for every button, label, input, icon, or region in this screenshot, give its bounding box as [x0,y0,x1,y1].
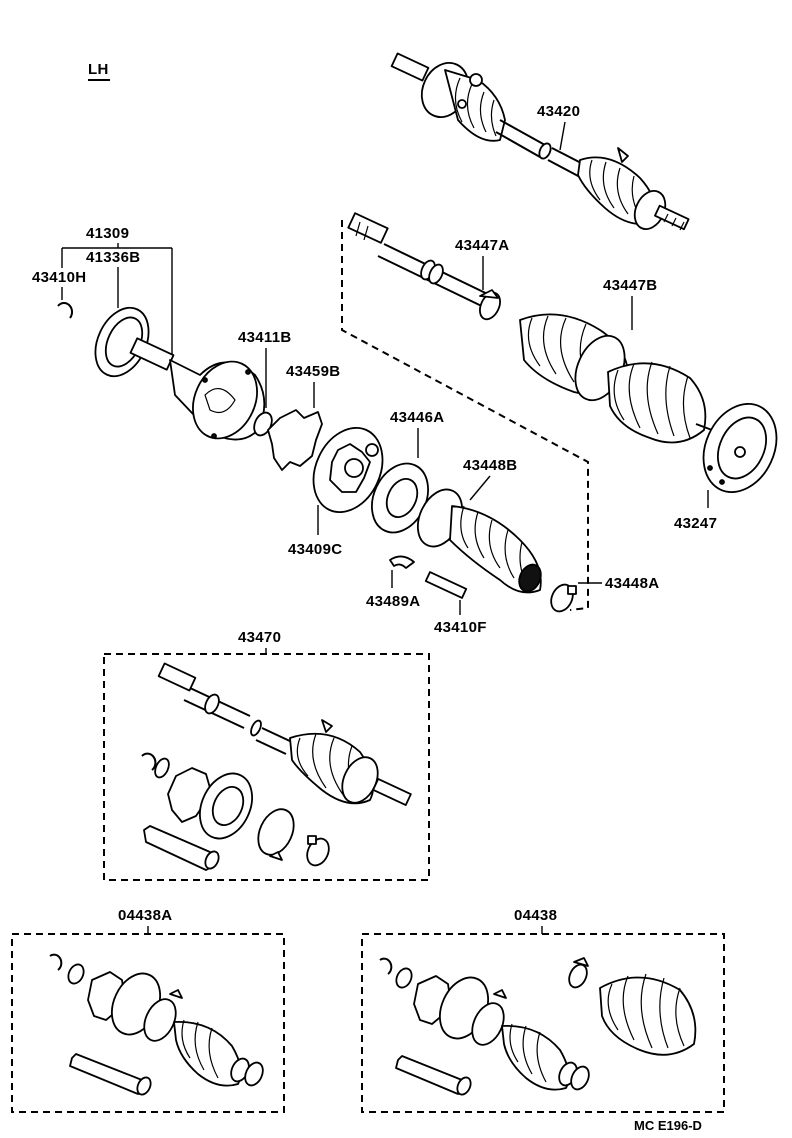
label-41309: 41309 [86,225,129,242]
label-43447A: 43447A [455,237,509,254]
label-43409C: 43409C [288,541,342,558]
label-43446A: 43446A [390,409,444,426]
label-43410F: 43410F [434,619,487,636]
label-04438: 04438 [514,907,557,924]
joint-spider-43446A [371,462,429,534]
band-43447A [479,289,501,321]
axle-shaft [347,212,501,313]
kit-43470-parts [141,662,412,871]
label-43459B: 43459B [286,363,340,380]
subassembly-outline [341,220,589,611]
label-43448A: 43448A [605,575,659,592]
kit-04438-parts [379,957,697,1096]
footer-code: MC E196-D [634,1118,702,1133]
kit-box-04438 [361,933,725,1113]
label-43410H: 43410H [32,269,86,286]
label-41336B: 41336B [86,249,140,266]
inner-joint-housing [129,337,266,441]
outer-cv-joint-43247 [702,403,778,493]
inner-boot [449,505,542,594]
side-marker-label: LH [88,61,109,78]
label-04438A: 04438A [118,907,172,924]
drive-shaft-assembly-43420 [390,52,690,231]
label-43447B: 43447B [603,277,657,294]
kit-box-43470 [103,653,430,881]
outer-boot [607,361,713,444]
clip-43489A [389,555,415,569]
kit-04438A-parts [49,953,264,1096]
snap-ring-43410H [57,301,74,319]
wave-ring-43459B [267,409,323,471]
label-43448B: 43448B [463,457,517,474]
label-43247: 43247 [674,515,717,532]
pin-43410F [424,571,468,599]
label-43470: 43470 [238,629,281,646]
label-43411B: 43411B [238,329,292,346]
clamp-43448A [550,583,577,613]
label-43489A: 43489A [366,593,420,610]
side-marker: LH [88,61,110,81]
tripod-joint-43409C [312,426,384,514]
label-43420: 43420 [537,103,580,120]
kit-box-04438A [11,933,285,1113]
seal-ring-41336B [94,306,150,378]
